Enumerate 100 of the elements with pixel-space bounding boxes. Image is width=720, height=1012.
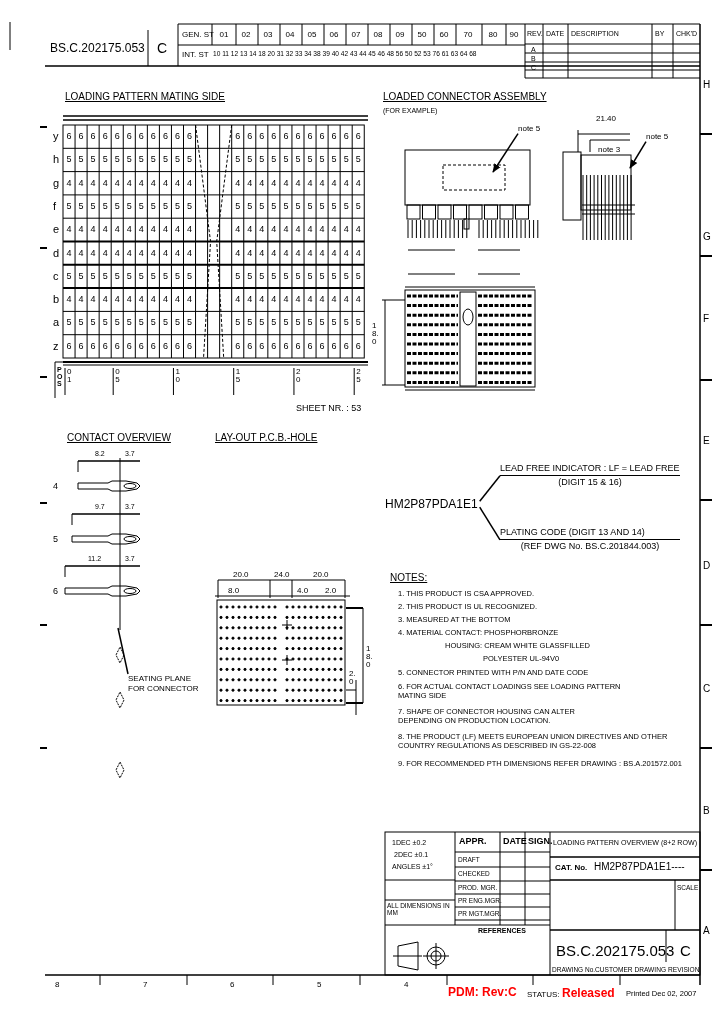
callout-text: (REF DWG No. BS.C.201844.003) — [519, 539, 661, 553]
label-text: D — [703, 560, 711, 572]
label-text: 5 — [270, 270, 278, 282]
label-text: 4 — [125, 294, 133, 305]
label-text: 5 — [342, 317, 350, 328]
label-text: SHEET NR. : 53 — [296, 403, 362, 414]
label-text: 4 — [258, 294, 266, 305]
label-text: 5 — [161, 200, 169, 212]
label-text: 6 — [258, 131, 266, 142]
label-text: 6 — [161, 340, 169, 352]
label-text: 5 — [354, 200, 362, 212]
label-text: 6 — [101, 340, 109, 352]
label-text: 5 — [258, 317, 266, 328]
label-text: 4 — [137, 224, 145, 235]
label-text: 6 — [282, 340, 290, 352]
label-text: 5 — [258, 154, 266, 165]
label-text: 5 — [149, 154, 157, 165]
label-text: 4 — [101, 247, 109, 258]
label-text: 4 — [306, 294, 314, 305]
label-text: 5 — [101, 200, 109, 212]
label-text: 5 — [294, 154, 302, 165]
label-text: 5 — [234, 200, 242, 212]
label-text: 5 — [234, 270, 242, 282]
label-text: 4 — [77, 224, 85, 235]
label-text: b — [53, 293, 60, 306]
label-text: 6 — [230, 980, 235, 990]
label-text: 6 — [246, 340, 254, 352]
label-text: 4 — [282, 294, 290, 305]
label-text: 6 — [270, 131, 278, 142]
label-text: d — [53, 246, 60, 260]
label-text: 4 — [65, 224, 73, 235]
label-text: 4 — [161, 247, 169, 258]
label-text: 4 — [246, 224, 254, 235]
callout-text: note 5 — [646, 132, 669, 142]
label-text: 08 — [372, 30, 384, 40]
label-text: 5 — [330, 200, 338, 212]
label-text: 60 — [438, 30, 450, 40]
label-text: 2.0 — [349, 670, 354, 686]
label-text: HM2P87PDA1E1---- — [594, 861, 685, 873]
label-text: 4.0 — [297, 586, 309, 596]
label-text: 05 — [306, 30, 318, 40]
callout-text: note 5 — [518, 124, 541, 134]
label-text: 5 — [173, 317, 181, 328]
label-text: 6 — [173, 131, 181, 142]
label-text: 5 — [113, 317, 121, 328]
label-text: 4 — [186, 224, 194, 235]
label-text: 5 — [89, 317, 97, 328]
label-text: 5 — [234, 154, 242, 165]
label-text: 5 — [161, 154, 169, 165]
label-text: 4 — [330, 247, 338, 258]
part-number: HM2P87PDA1E1 — [385, 497, 478, 512]
label-text: 5 — [186, 200, 194, 212]
label-text: 4 — [161, 177, 169, 188]
label-text: 4 — [258, 224, 266, 235]
label-text: 5 — [137, 200, 145, 212]
label-text: 5 — [125, 270, 133, 282]
callout-text: PLATING CODE (DIGIT 13 AND 14) — [500, 526, 680, 540]
label-text: 05 — [115, 368, 120, 384]
label-text: 5 — [258, 270, 266, 282]
label-text: 5 — [282, 317, 290, 328]
label-text: H — [703, 79, 711, 91]
label-text: 5 — [270, 317, 278, 328]
label-text: 5 — [101, 154, 109, 165]
label-text: 5 — [173, 270, 181, 282]
label-text: 5 — [173, 154, 181, 165]
label-text: 20 — [295, 368, 301, 384]
label-text: 5 — [330, 270, 338, 282]
section-heading: NOTES: — [390, 572, 428, 584]
label-text: 6 — [342, 340, 350, 352]
label-text: E — [703, 435, 710, 447]
label-text: 5 — [101, 317, 109, 328]
label-text: C — [680, 942, 691, 960]
label-text: 5 — [101, 270, 109, 282]
label-text: c — [53, 269, 59, 283]
label-text: 5 — [65, 154, 73, 165]
label-text: 5 — [77, 200, 85, 212]
callout-text: SEATING PLANE FOR CONNECTOR — [128, 674, 206, 694]
label-text: 5 — [294, 270, 302, 282]
label-text: 6 — [186, 340, 194, 352]
label-text: 6 — [125, 340, 133, 352]
label-text: 4 — [77, 294, 85, 305]
label-text: 4 — [246, 177, 254, 188]
connector-line — [478, 475, 501, 502]
label-text: 4 — [113, 177, 121, 188]
label-text: 4 — [270, 177, 278, 188]
leader-line — [629, 140, 647, 169]
label-text: 6 — [258, 340, 266, 352]
label-text: 4 — [89, 247, 97, 258]
label-text: 02 — [240, 30, 252, 40]
label-text: 4 — [186, 294, 194, 305]
label-text: G — [703, 231, 711, 243]
label-text: 4 — [404, 980, 409, 990]
label-text: 6 — [65, 340, 73, 352]
label-text: 6 — [125, 131, 133, 142]
label-text: 6 — [318, 131, 326, 142]
label-text: 4 — [318, 177, 326, 188]
label-text: 5 — [65, 270, 73, 282]
label-text: 4 — [101, 177, 109, 188]
label-text: C — [703, 683, 711, 695]
label-text: 4 — [77, 247, 85, 258]
